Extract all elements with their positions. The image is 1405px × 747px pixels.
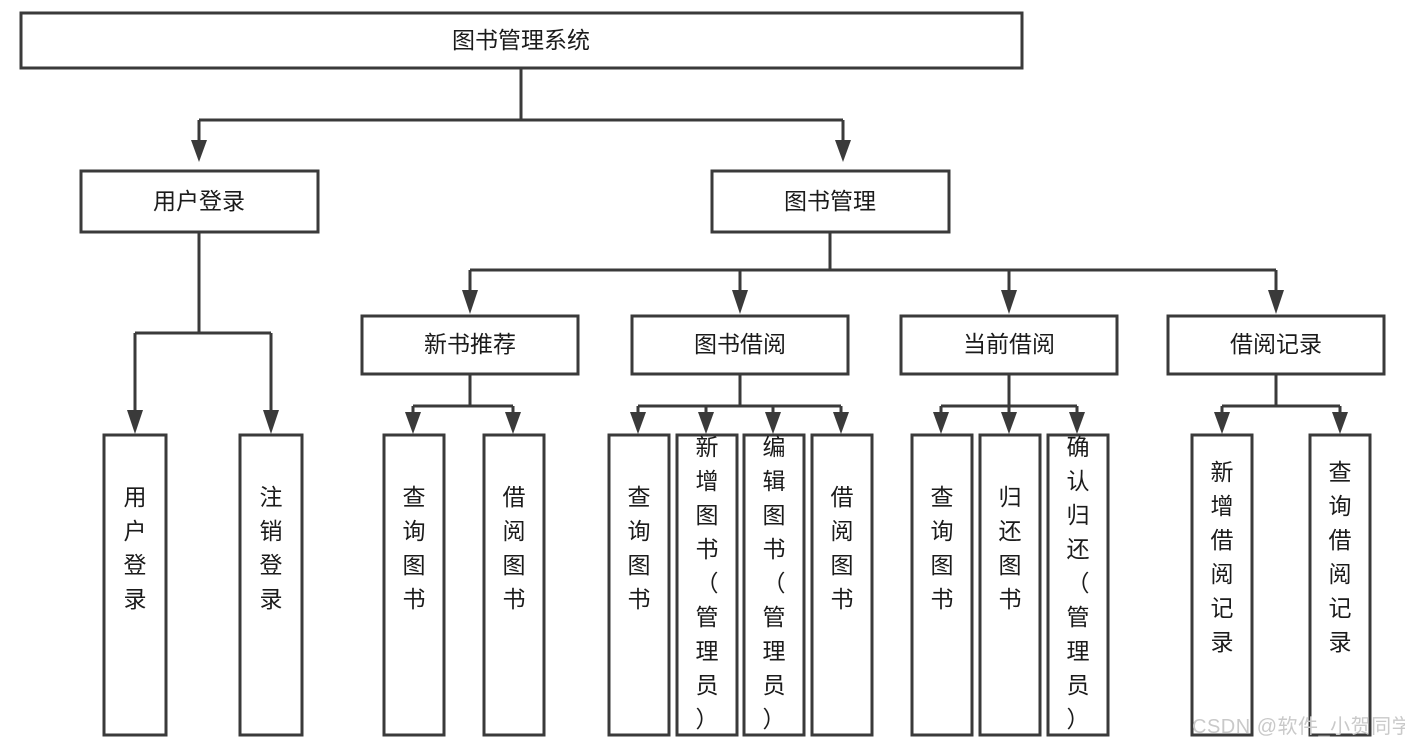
arrow-head-borrow-record-leaf-1 (1214, 412, 1230, 434)
node-user-login[interactable]: 用户登录 (79, 169, 320, 234)
leaf-label: 查询图书 (931, 484, 954, 612)
connector-user-login-to-leaves (127, 232, 279, 434)
book-management-label: 图书管理 (784, 188, 876, 214)
leaf-label: 编辑图书（管理员） (763, 434, 786, 732)
arrow-head-borrow-record (1268, 290, 1284, 314)
node-current-borrow[interactable]: 当前借阅 (899, 314, 1119, 376)
arrow-head-user-login-leaf-1 (127, 410, 143, 434)
leaf-label: 确认归还（管理员） (1067, 434, 1090, 732)
arrow-head-new-book (462, 290, 478, 314)
leaf-box (238, 433, 304, 737)
leaf-label: 查询借阅记录 (1329, 459, 1352, 655)
leaf-box (1308, 433, 1372, 737)
arrow-head-current-borrow-leaf-3 (1069, 412, 1085, 434)
leaf-box (102, 433, 168, 737)
leaf-borrow-record-1[interactable]: 新增借阅记录 (1190, 433, 1254, 737)
leaf-box (1190, 433, 1254, 737)
leaf-label: 用户登录 (124, 484, 147, 612)
leaf-label: 查询图书 (403, 484, 426, 612)
arrow-head-book-borrow-leaf-2 (698, 412, 714, 434)
arrow-head-user-login (191, 140, 207, 162)
leaf-book-borrow-4[interactable]: 借阅图书 (810, 433, 874, 737)
leaf-box (382, 433, 446, 737)
connector-current-borrow-to-leaves (933, 374, 1085, 434)
leaf-box (978, 433, 1042, 737)
new-book-recommend-label: 新书推荐 (424, 331, 516, 357)
node-new-book-recommend[interactable]: 新书推荐 (360, 314, 580, 376)
leaf-box (810, 433, 874, 737)
borrow-record-label: 借阅记录 (1230, 331, 1322, 357)
leaf-label: 新增图书（管理员） (696, 434, 719, 732)
leaf-current-borrow-2[interactable]: 归还图书 (978, 433, 1042, 737)
leaf-label: 查询图书 (628, 484, 651, 612)
arrow-head-borrow-record-leaf-2 (1332, 412, 1348, 434)
leaf-user-login-2[interactable]: 注销登录 (238, 433, 304, 737)
connector-book-borrow-to-leaves (630, 374, 849, 434)
connector-book-management-to-level3 (462, 232, 1284, 314)
leaf-new-book-2[interactable]: 借阅图书 (482, 433, 546, 737)
leaf-book-borrow-1[interactable]: 查询图书 (607, 433, 671, 737)
node-root[interactable]: 图书管理系统 (19, 11, 1024, 70)
leaf-label: 归还图书 (999, 484, 1022, 612)
user-login-label: 用户登录 (153, 188, 245, 214)
new-book-recommend-box (360, 314, 580, 376)
node-book-management[interactable]: 图书管理 (710, 169, 951, 234)
root-label: 图书管理系统 (452, 27, 590, 53)
leaf-book-borrow-3[interactable]: 编辑图书（管理员） (742, 433, 806, 737)
arrow-head-book-manage (835, 140, 851, 162)
csdn-watermark: CSDN @软件_小贺同学 (1192, 715, 1405, 738)
arrow-head-current-borrow (1001, 290, 1017, 314)
connector-new-book-to-leaves (405, 374, 521, 434)
arrow-head-new-book-leaf-1 (405, 412, 421, 434)
leaf-label: 借阅图书 (831, 484, 854, 612)
leaf-box (675, 433, 739, 737)
leaf-new-book-1[interactable]: 查询图书 (382, 433, 446, 737)
leaf-box (482, 433, 546, 737)
root-box (19, 11, 1024, 70)
book-management-box (710, 169, 951, 234)
connector-root-to-level2 (191, 68, 851, 162)
leaf-box (910, 433, 974, 737)
current-borrow-label: 当前借阅 (963, 331, 1055, 357)
arrow-head-current-borrow-leaf-1 (933, 412, 949, 434)
arrow-head-book-borrow-leaf-1 (630, 412, 646, 434)
arrow-head-book-borrow (732, 290, 748, 314)
arrow-head-book-borrow-leaf-3 (765, 412, 781, 434)
leaf-box (607, 433, 671, 737)
leaf-user-login-1[interactable]: 用户登录 (102, 433, 168, 737)
book-borrow-box (630, 314, 850, 376)
leaf-label: 注销登录 (260, 484, 283, 612)
leaf-label: 新增借阅记录 (1211, 459, 1234, 655)
leaf-current-borrow-3[interactable]: 确认归还（管理员） (1046, 433, 1110, 737)
arrow-head-new-book-leaf-2 (505, 412, 521, 434)
arrow-head-current-borrow-leaf-2 (1001, 412, 1017, 434)
book-borrow-label: 图书借阅 (694, 331, 786, 357)
node-book-borrow[interactable]: 图书借阅 (630, 314, 850, 376)
leaf-box (1046, 433, 1110, 737)
leaf-box (742, 433, 806, 737)
leaf-borrow-record-2[interactable]: 查询借阅记录 (1308, 433, 1372, 737)
node-borrow-record[interactable]: 借阅记录 (1166, 314, 1386, 376)
arrow-head-user-login-leaf-2 (263, 410, 279, 434)
connector-borrow-record-to-leaves (1214, 374, 1348, 434)
borrow-record-box (1166, 314, 1386, 376)
current-borrow-box (899, 314, 1119, 376)
leaf-current-borrow-1[interactable]: 查询图书 (910, 433, 974, 737)
arrow-head-book-borrow-leaf-4 (833, 412, 849, 434)
leaf-label: 借阅图书 (503, 484, 526, 612)
leaf-book-borrow-2[interactable]: 新增图书（管理员） (675, 433, 739, 737)
